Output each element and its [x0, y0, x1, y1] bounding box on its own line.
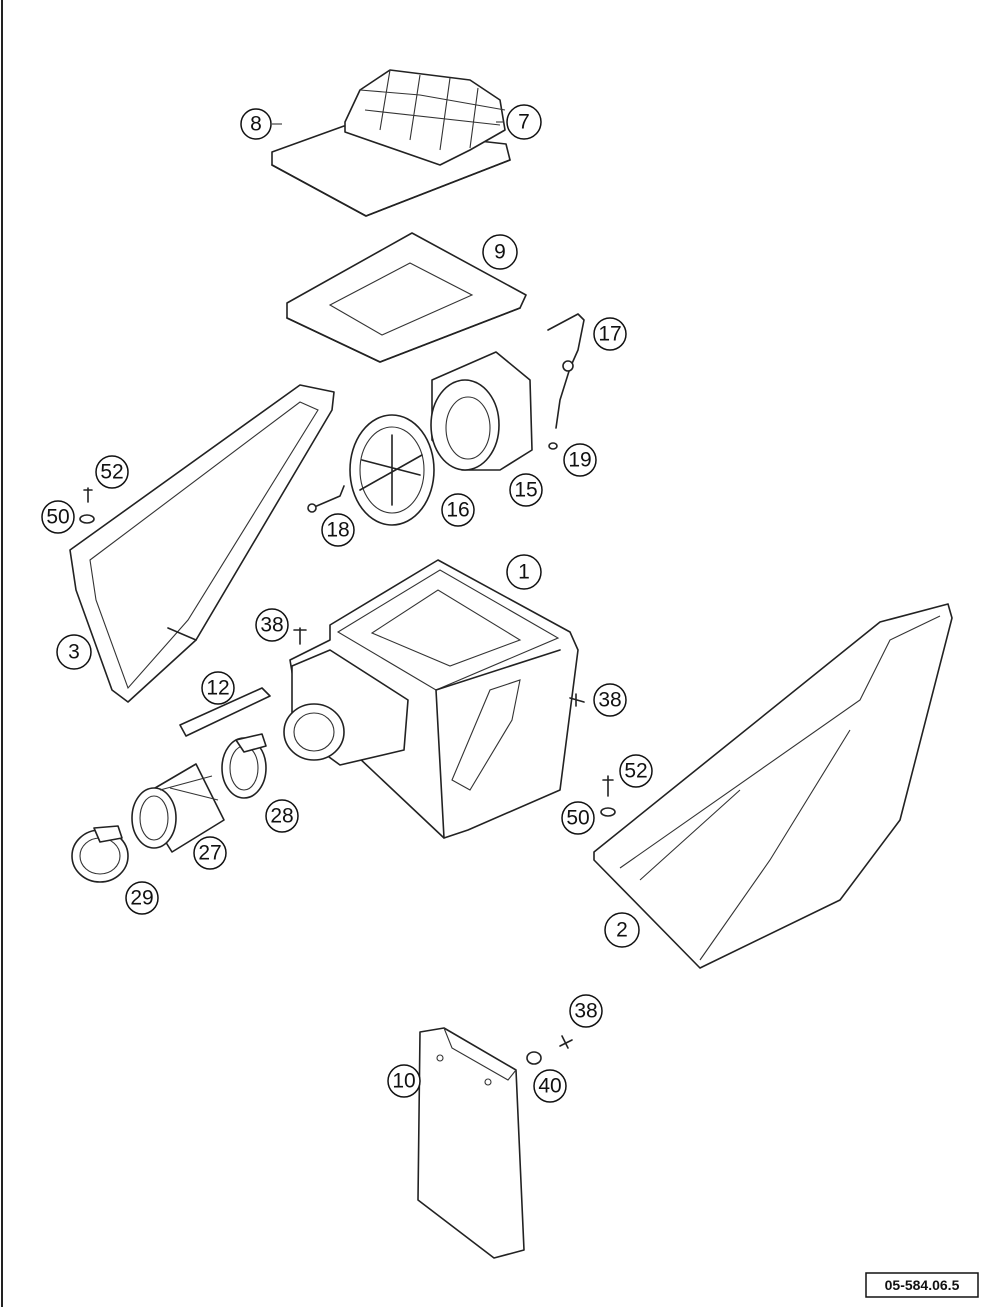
svg-text:19: 19 — [568, 449, 591, 472]
svg-text:16: 16 — [446, 499, 469, 522]
filter-clip — [547, 313, 585, 450]
hose-clamp-28 — [221, 733, 267, 799]
callout-40: 40 — [533, 1069, 567, 1103]
callout-10: 10 — [387, 1064, 421, 1098]
callout-1: 1 — [506, 554, 542, 590]
svg-text:18: 18 — [326, 519, 349, 542]
airbox-cover — [271, 69, 511, 217]
hose-clamp-29 — [71, 825, 129, 883]
callout-50-right: 50 — [561, 801, 595, 835]
breather-hose — [179, 687, 271, 737]
svg-text:38: 38 — [574, 1000, 597, 1023]
reference-code-box: 05-584.06.5 — [865, 1272, 979, 1298]
left-side-panel — [69, 384, 335, 703]
intake-boot — [131, 763, 225, 853]
callout-leaders — [272, 121, 504, 125]
callout-27: 27 — [193, 836, 227, 870]
mud-flap — [417, 1027, 525, 1259]
svg-text:17: 17 — [598, 323, 621, 346]
svg-text:27: 27 — [198, 842, 221, 865]
callout-38-right: 38 — [593, 683, 627, 717]
callout-52-left: 52 — [95, 455, 129, 489]
callout-18: 18 — [321, 513, 355, 547]
svg-text:3: 3 — [68, 641, 80, 664]
svg-text:7: 7 — [518, 111, 530, 134]
callout-29: 29 — [125, 881, 159, 915]
svg-text:52: 52 — [624, 760, 647, 783]
svg-text:38: 38 — [598, 689, 621, 712]
svg-text:40: 40 — [538, 1075, 561, 1098]
svg-text:10: 10 — [392, 1070, 415, 1093]
callout-17: 17 — [593, 317, 627, 351]
svg-text:50: 50 — [566, 807, 589, 830]
svg-text:2: 2 — [616, 919, 628, 942]
svg-text:8: 8 — [250, 113, 262, 136]
callout-38-lower: 38 — [569, 994, 603, 1028]
svg-text:15: 15 — [514, 479, 537, 502]
svg-text:28: 28 — [270, 805, 293, 828]
svg-text:1: 1 — [518, 561, 530, 584]
callout-38-upper: 38 — [255, 608, 289, 642]
reference-code: 05-584.06.5 — [885, 1277, 960, 1293]
callout-12: 12 — [201, 671, 235, 705]
right-bolt-and-washer — [600, 775, 616, 817]
svg-text:9: 9 — [494, 241, 506, 264]
left-bolt-and-washer — [79, 487, 95, 524]
svg-text:38: 38 — [260, 614, 283, 637]
callout-8: 8 — [240, 108, 272, 140]
airbox-body — [283, 559, 579, 839]
right-side-panel — [593, 603, 953, 969]
svg-text:29: 29 — [130, 887, 153, 910]
callout-9: 9 — [482, 234, 518, 270]
svg-text:50: 50 — [46, 506, 69, 529]
svg-text:52: 52 — [100, 461, 123, 484]
callout-19: 19 — [563, 443, 597, 477]
airbox-bolt-right — [569, 693, 585, 707]
airbox-bolt-upper — [293, 627, 307, 645]
callout-50-left: 50 — [41, 500, 75, 534]
callout-16: 16 — [441, 493, 475, 527]
callout-2: 2 — [604, 912, 640, 948]
callout-3: 3 — [56, 634, 92, 670]
callout-7: 7 — [506, 104, 542, 140]
filter-screw — [307, 485, 345, 513]
filter-frame — [286, 232, 527, 363]
filter-support — [349, 414, 435, 526]
flap-bolt-and-washer — [526, 1035, 573, 1065]
callout-28: 28 — [265, 799, 299, 833]
callout-15: 15 — [509, 473, 543, 507]
svg-text:12: 12 — [206, 677, 229, 700]
callout-52-right: 52 — [619, 754, 653, 788]
air-filter-element — [430, 351, 533, 471]
